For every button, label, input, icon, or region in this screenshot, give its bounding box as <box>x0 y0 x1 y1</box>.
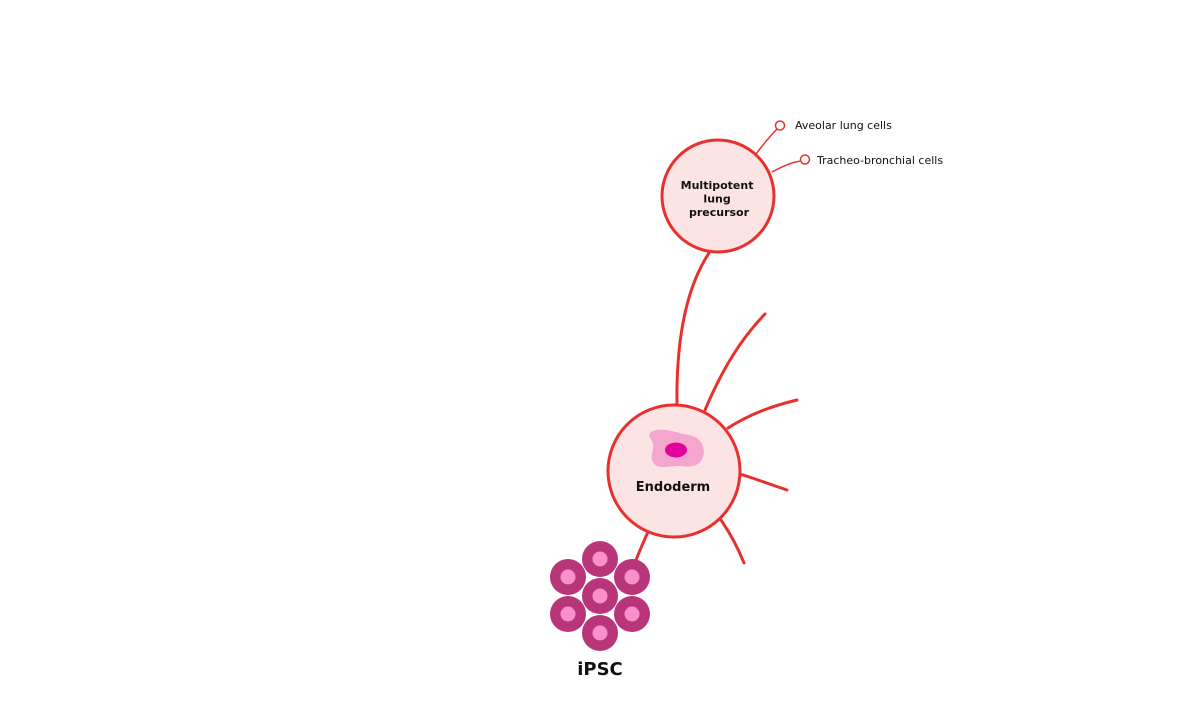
endoderm-cell-nucleus-icon <box>665 442 687 458</box>
leaf-label-tracheo: Tracheo-bronchial cells <box>816 154 943 167</box>
ipsc-label: iPSC <box>577 659 623 680</box>
branch-endoderm-unlabeled-2 <box>726 398 799 430</box>
endoderm-label: Endoderm <box>636 480 710 495</box>
ipsc-cluster-icon <box>550 541 650 651</box>
branch-endoderm-unlabeled-1 <box>703 312 767 412</box>
lung-precursor-label-line-1: Multipotent <box>681 179 754 192</box>
lung-precursor-label: Multipotent lung precursor <box>681 179 758 219</box>
twig-alveolar <box>755 128 778 155</box>
leaf-label-alveolar: Aveolar lung cells <box>795 119 892 132</box>
branch-endoderm-unlabeled-4 <box>719 518 746 565</box>
node-lung-precursor: Multipotent lung precursor <box>660 138 776 254</box>
lung-precursor-label-line-2: lung <box>703 193 730 206</box>
lung-precursor-label-line-3: precursor <box>689 206 750 219</box>
branch-endoderm-lung-precursor <box>675 251 711 407</box>
leaf-dot-tracheo <box>799 154 811 165</box>
twig-tracheo <box>771 160 802 173</box>
branch-ipsc-endoderm <box>634 530 650 562</box>
leaf-dot-alveolar <box>774 120 786 131</box>
node-endoderm: Endoderm <box>606 403 742 539</box>
branch-endoderm-unlabeled-3 <box>738 472 789 492</box>
